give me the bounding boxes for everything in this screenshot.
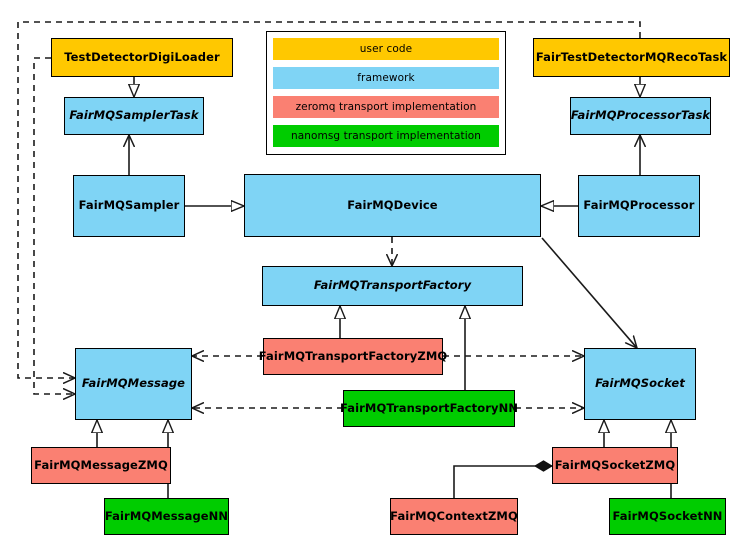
edge-device-uses-socket (541, 237, 637, 348)
legend-item-1: framework (273, 67, 499, 89)
legend-item-2: zeromq transport implementation (273, 96, 499, 118)
legend-item-3: nanomsg transport implementation (273, 125, 499, 147)
class-node-TestDetectorDigiLoader[interactable]: TestDetectorDigiLoader (51, 38, 233, 77)
class-node-FairMQSamplerTask[interactable]: FairMQSamplerTask (64, 97, 204, 135)
class-node-FairMQSocketZMQ[interactable]: FairMQSocketZMQ (552, 447, 678, 484)
class-node-FairMQContextZMQ[interactable]: FairMQContextZMQ (390, 498, 518, 535)
class-node-FairMQMessageNN[interactable]: FairMQMessageNN (104, 498, 229, 535)
class-node-FairMQTransportFactoryNN[interactable]: FairMQTransportFactoryNN (340, 390, 518, 427)
class-node-FairMQTransportFactoryZMQ[interactable]: FairMQTransportFactoryZMQ (259, 338, 447, 375)
class-node-FairMQDevice[interactable]: FairMQDevice (244, 174, 541, 237)
class-node-FairMQProcessor[interactable]: FairMQProcessor (578, 175, 700, 237)
class-node-FairTestDetectorMQRecoTask[interactable]: FairTestDetectorMQRecoTask (533, 38, 730, 77)
edge-recotask-uses-message (17, 21, 641, 378)
class-node-FairMQProcessorTask[interactable]: FairMQProcessorTask (570, 97, 711, 135)
class-node-FairMQTransportFactory[interactable]: FairMQTransportFactory (262, 266, 523, 306)
class-node-FairMQSocket[interactable]: FairMQSocket (584, 348, 696, 420)
legend-item-0: user code (273, 38, 499, 60)
class-node-FairMQSampler[interactable]: FairMQSampler (73, 175, 185, 237)
class-node-FairMQSocketNN[interactable]: FairMQSocketNN (609, 498, 726, 535)
class-node-FairMQMessageZMQ[interactable]: FairMQMessageZMQ (31, 447, 171, 484)
class-node-FairMQMessage[interactable]: FairMQMessage (75, 348, 192, 420)
edge-contextzmq-composes-socketzmq (453, 466, 552, 498)
